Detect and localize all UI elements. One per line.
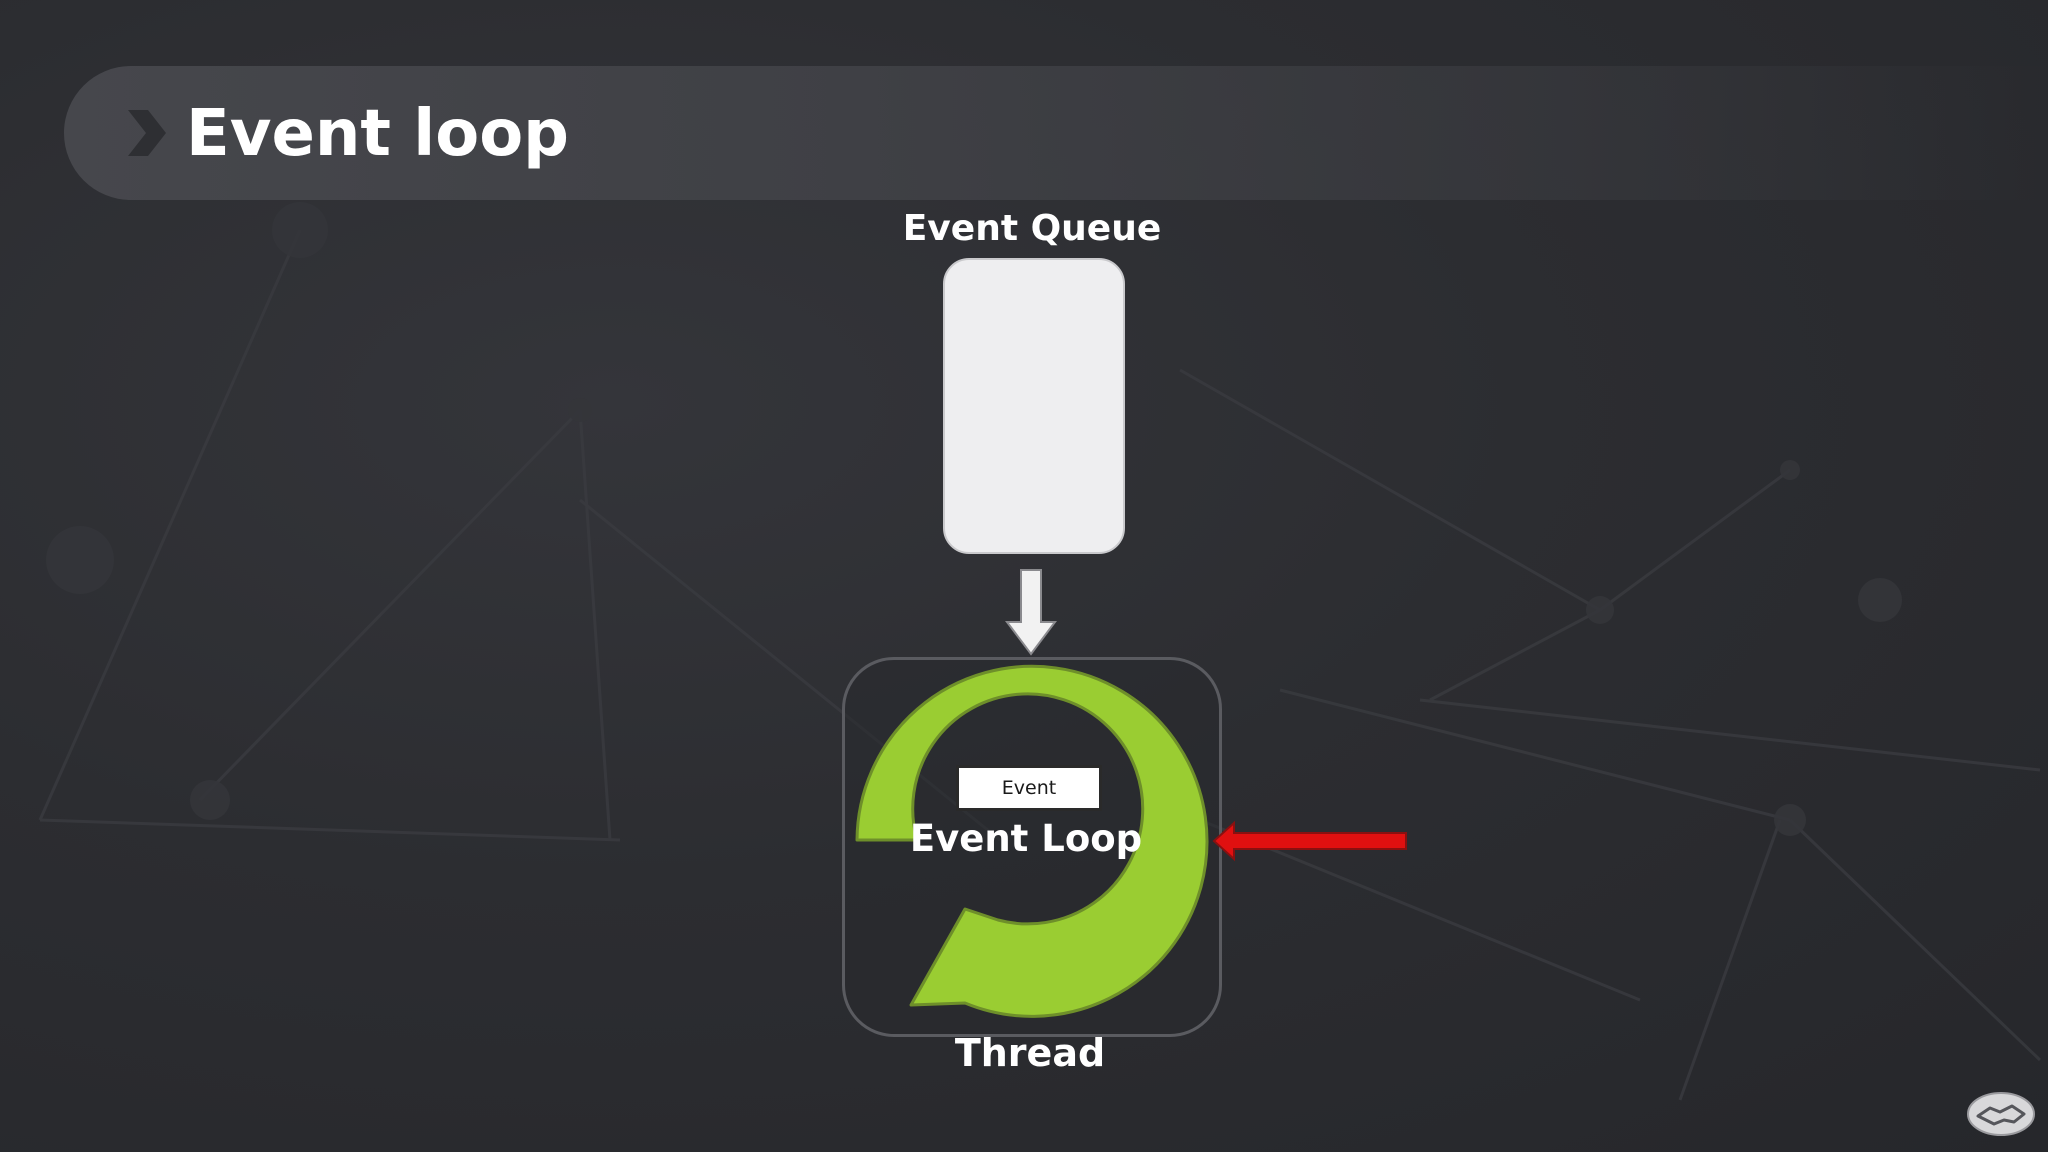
handshake-icon xyxy=(1967,1092,2035,1136)
event-queue-label: Event Queue xyxy=(902,208,1162,249)
chevron-right-icon xyxy=(128,110,166,156)
circular-arrow-icon xyxy=(855,664,1209,1018)
event-loop-label: Event Loop xyxy=(909,817,1143,860)
event-chip: Event xyxy=(956,765,1102,811)
thread-label: Thread xyxy=(954,1031,1106,1075)
arrow-left-icon xyxy=(1212,820,1407,862)
event-queue-box xyxy=(943,258,1125,554)
title-bar xyxy=(64,66,2048,200)
arrow-down-icon xyxy=(1005,569,1057,656)
page-title: Event loop xyxy=(186,97,569,171)
